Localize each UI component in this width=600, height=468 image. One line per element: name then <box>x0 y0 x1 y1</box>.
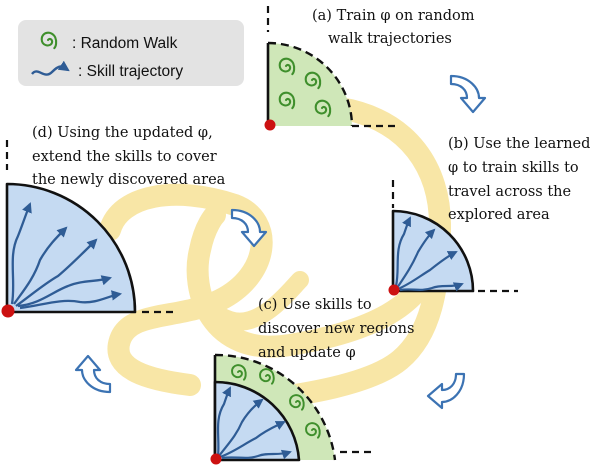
region-c-discovery <box>210 353 372 465</box>
caption-d-line2: extend the skills to cover <box>32 149 217 165</box>
caption-c: (c) Use skills to discover new regions a… <box>258 297 414 361</box>
skill-trajectory <box>10 202 32 305</box>
skill-region <box>213 380 301 462</box>
skill-trajectory <box>396 228 436 289</box>
caption-a-line1: (a) Train φ on random <box>312 8 475 24</box>
caption-a-line2: walk trajectories <box>328 31 452 47</box>
caption-b-line4: explored area <box>448 207 550 223</box>
legend-box <box>18 20 244 86</box>
skill-trajectory <box>15 238 98 307</box>
curved-arrow-icon <box>74 354 112 394</box>
skill-trajectory <box>19 290 123 310</box>
skill-trajectory <box>13 226 68 305</box>
skill-trajectory <box>394 216 411 287</box>
skill-trajectory <box>221 449 292 460</box>
skill-trajectory <box>216 386 231 457</box>
caption-c-line1: (c) Use skills to <box>258 297 372 313</box>
wavy-arrow-icon <box>31 60 70 76</box>
caption-b-line2: φ to train skills to <box>448 160 579 176</box>
skill-region <box>391 209 475 293</box>
origin-dot-icon <box>210 453 222 465</box>
skill-trajectory <box>218 398 264 457</box>
legend-random-walk-label: : Random Walk <box>72 35 178 52</box>
caption-a: (a) Train φ on random walk trajectories <box>312 8 475 47</box>
region-boundary-dashed <box>214 353 337 461</box>
skill-trajectory <box>397 251 458 291</box>
caption-b-line1: (b) Use the learned <box>448 136 590 152</box>
caption-d: (d) Using the updated φ, extend the skil… <box>32 125 226 188</box>
caption-d-line3: the newly discovered area <box>32 172 226 188</box>
caption-b: (b) Use the learned φ to train skills to… <box>448 136 590 223</box>
origin-dot-icon <box>388 284 400 296</box>
region-a-random-walk <box>264 6 395 131</box>
origin-dot-icon <box>1 304 15 318</box>
region-boundary-dashed <box>267 41 354 127</box>
curved-arrow-icon <box>426 372 466 410</box>
caption-d-line1: (d) Using the updated φ, <box>32 125 213 141</box>
caption-b-line3: travel across the <box>448 184 571 200</box>
caption-c-line3: and update φ <box>258 345 356 361</box>
legend-skill-label: : Skill trajectory <box>78 63 183 80</box>
region-d-extended-skills <box>1 140 178 318</box>
origin-dot-icon <box>264 119 276 131</box>
region-b-skills <box>388 180 518 296</box>
skill-trajectory <box>219 421 286 459</box>
curved-arrow-icon <box>449 74 487 114</box>
skill-trajectory <box>17 275 112 308</box>
caption-c-line2: discover new regions <box>258 321 414 337</box>
legend: : Random Walk : Skill trajectory <box>18 20 244 86</box>
skill-trajectory <box>399 282 464 292</box>
